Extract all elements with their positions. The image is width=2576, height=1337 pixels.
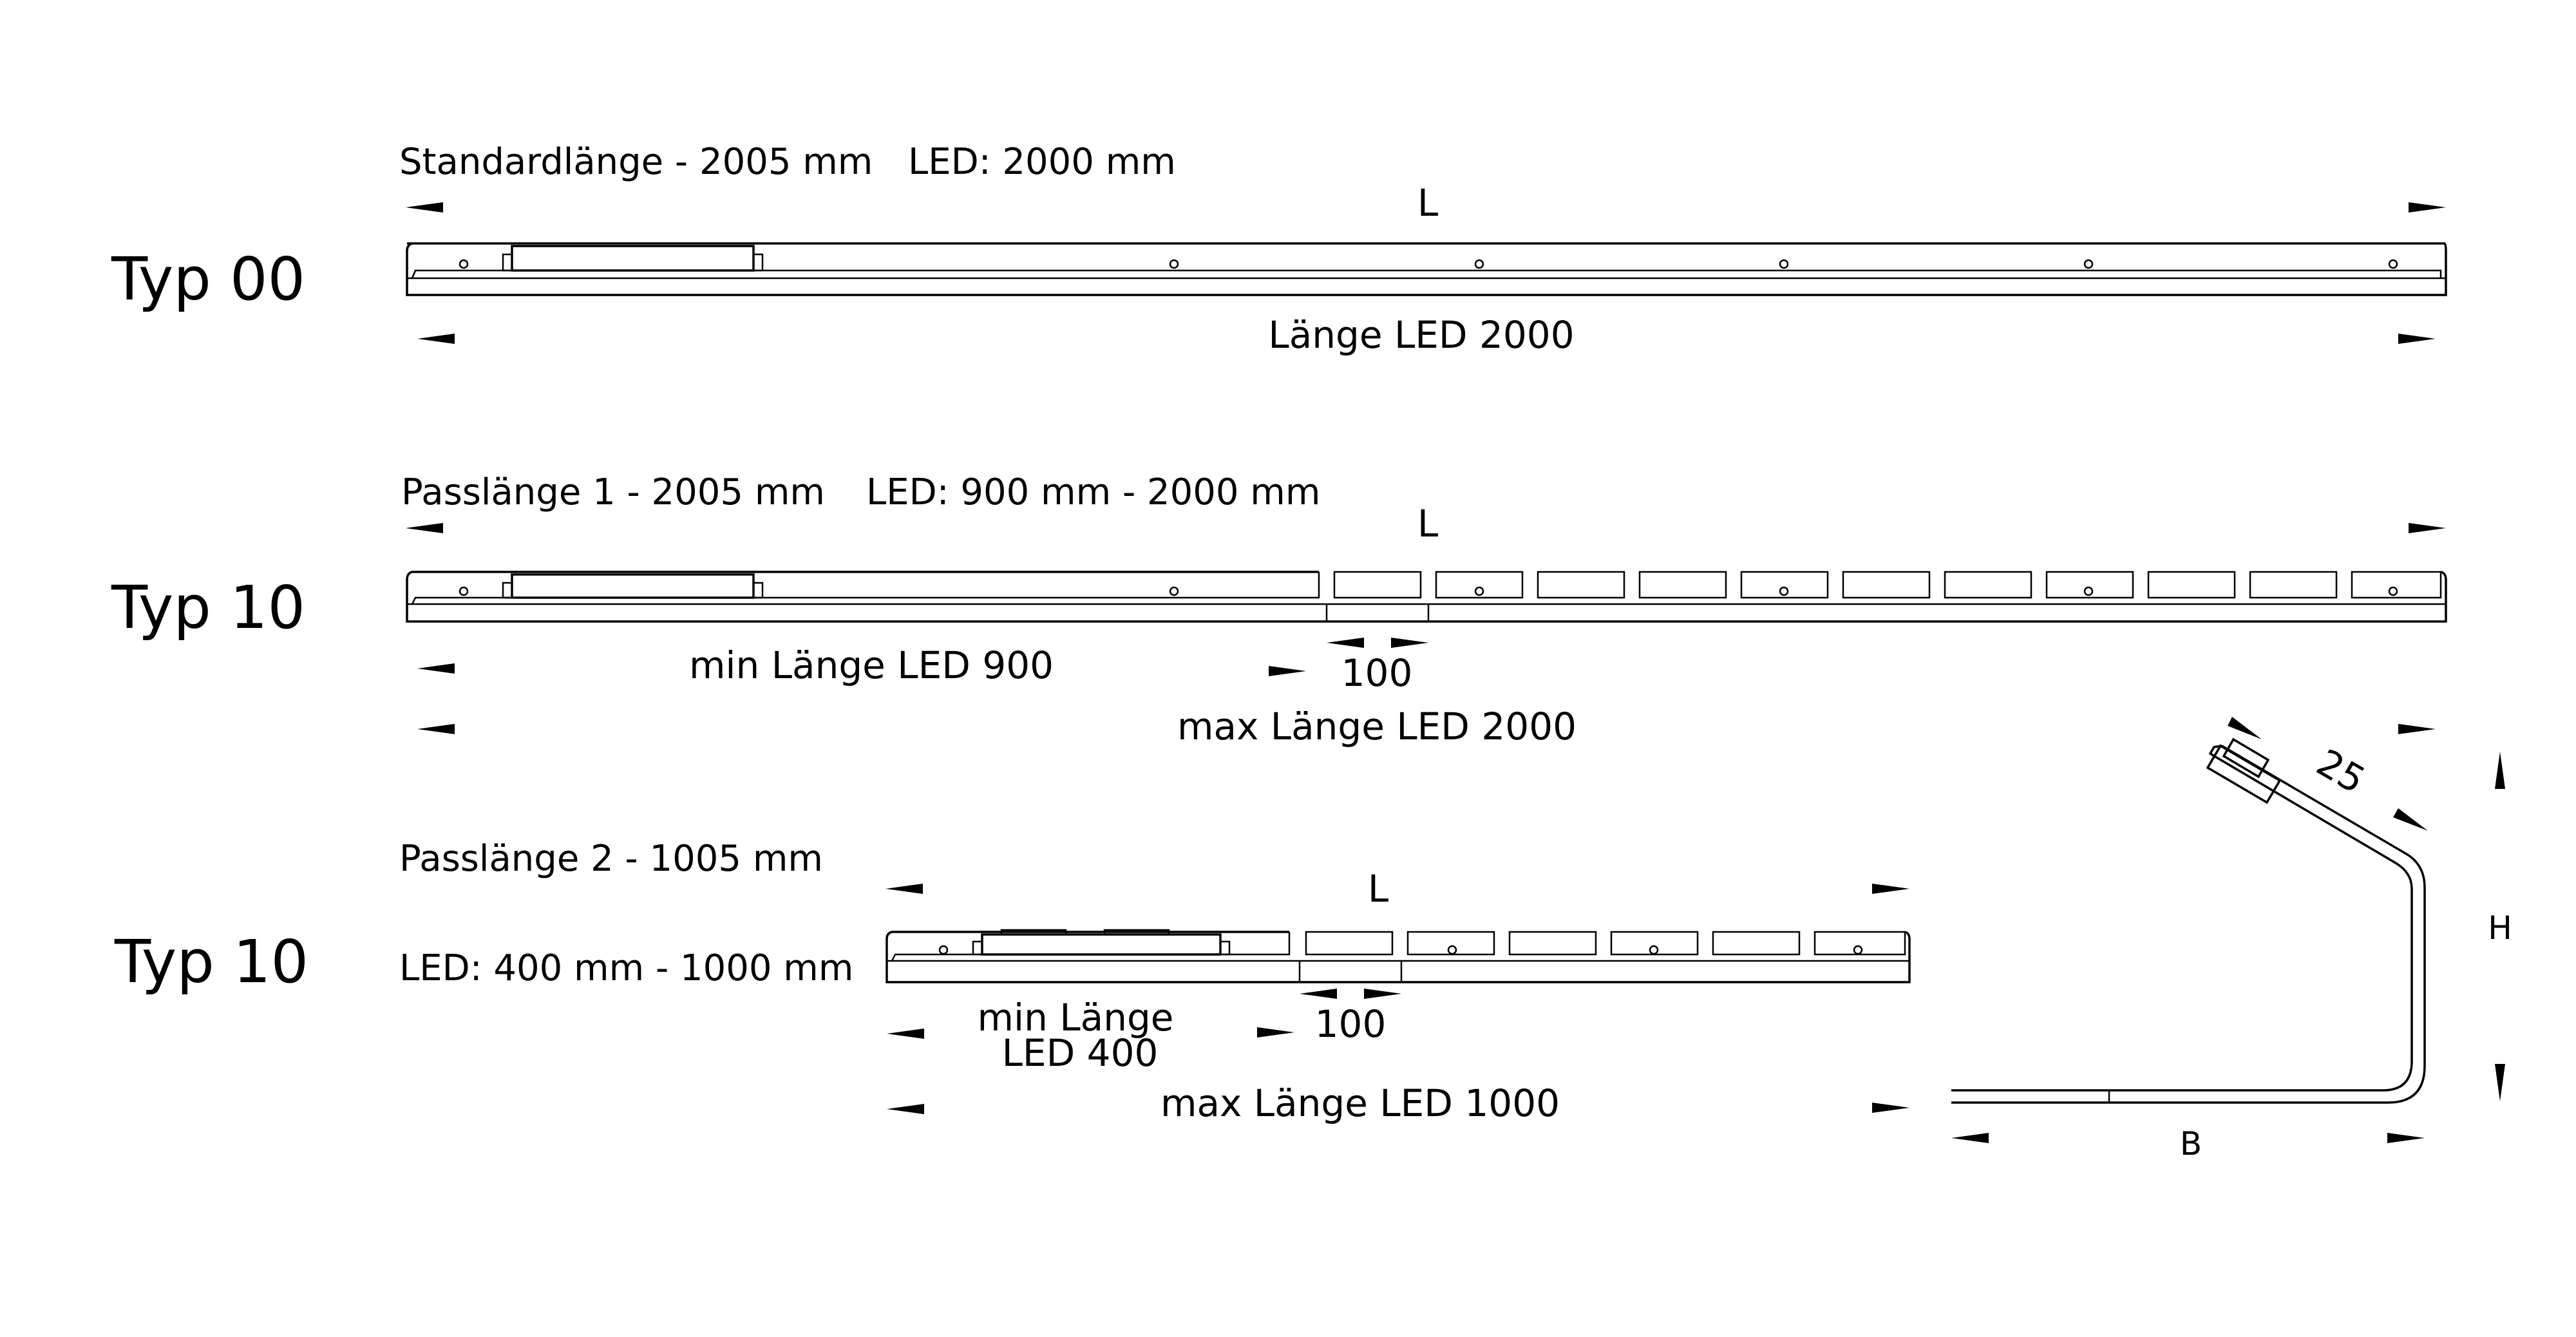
typ10b-max-arrow-right xyxy=(1872,1103,1909,1113)
typ10a-max-arrow-left xyxy=(417,724,455,734)
typ00-dim-l: L xyxy=(1417,181,1438,225)
typ10a-step-arrow-right xyxy=(1391,638,1428,648)
typ10b-length-label: Passlänge 2 - 1005 mm xyxy=(399,838,823,880)
profile-b-arrow-left xyxy=(1951,1133,1989,1143)
typ10a-step-arrow-left xyxy=(1327,638,1364,648)
typ10a-min-arrow-right xyxy=(1269,666,1306,676)
profile-dim-25: 25 xyxy=(2309,741,2372,802)
typ00-section: Typ 00 Standardlänge - 2005 mm LED: 2000… xyxy=(111,141,2447,357)
typ10b-l-arrow-right xyxy=(1872,884,1909,894)
typ10b-min-arrow-left xyxy=(887,1029,924,1039)
typ10b-section: Typ 10 Passlänge 2 - 1005 mm LED: 400 mm… xyxy=(114,838,1911,1125)
typ10b-min-arrow-right xyxy=(1257,1027,1294,1038)
typ10a-dim-step: 100 xyxy=(1341,651,1413,695)
profile-dim-b: B xyxy=(2180,1125,2202,1162)
typ10a-dim-min: min Länge LED 900 xyxy=(689,643,1054,687)
typ10a-driver-box xyxy=(511,573,755,599)
typ10a-min-arrow-left xyxy=(417,663,455,674)
typ10a-l-arrow-left xyxy=(406,523,443,533)
typ10b-dim-min-line2: LED 400 xyxy=(1002,1031,1159,1075)
typ00-led-arrow-left xyxy=(417,334,455,344)
typ00-l-arrow-left xyxy=(406,202,443,213)
typ00-l-arrow-right xyxy=(2409,202,2446,213)
typ10a-led-label: LED: 900 mm - 2000 mm xyxy=(866,471,1320,513)
typ00-led-arrow-right xyxy=(2398,334,2436,344)
typ10b-dim-max: max Länge LED 1000 xyxy=(1160,1081,1560,1125)
typ10a-led-bar xyxy=(406,571,2447,623)
profile-dim-h: H xyxy=(2488,909,2512,947)
typ00-led-label: LED: 2000 mm xyxy=(908,141,1176,183)
typ10b-led-label: LED: 400 mm - 1000 mm xyxy=(399,947,853,989)
profile-b-arrow-right xyxy=(2387,1133,2425,1143)
profile-led-module xyxy=(2206,744,2282,804)
typ10a-length-label: Passlänge 1 - 2005 mm xyxy=(401,471,825,513)
typ10b-led-bar xyxy=(886,929,1911,983)
typ10b-max-arrow-left xyxy=(887,1104,924,1114)
typ10a-type-label: Typ 10 xyxy=(111,573,305,642)
typ00-length-label: Standardlänge - 2005 mm xyxy=(399,141,873,183)
profile-h-arrow-top xyxy=(2495,752,2505,789)
typ10a-dim-max: max Länge LED 2000 xyxy=(1177,705,1577,748)
profile-outline xyxy=(1951,737,2426,1104)
typ00-type-label: Typ 00 xyxy=(111,245,305,314)
typ10b-l-arrow-left xyxy=(886,884,923,894)
typ10b-step-arrow-right xyxy=(1364,989,1401,999)
typ00-led-bar xyxy=(406,242,2447,296)
profile-25-arrow-bottom xyxy=(2393,808,2428,831)
profile-25-arrow-top xyxy=(2228,717,2262,739)
typ10b-dim-min-line1: min Länge xyxy=(978,996,1174,1039)
typ10b-driver-box xyxy=(981,933,1222,956)
typ00-driver-box xyxy=(511,245,755,272)
typ10b-type-label: Typ 10 xyxy=(114,927,308,996)
typ10b-dim-step: 100 xyxy=(1315,1002,1387,1046)
typ00-dim-led: Länge LED 2000 xyxy=(1268,313,1574,357)
profile-h-arrow-bottom xyxy=(2495,1064,2505,1101)
typ10a-l-arrow-right xyxy=(2409,523,2446,533)
typ10a-section: Typ 10 Passlänge 1 - 2005 mm LED: 900 mm… xyxy=(111,471,2447,748)
typ10a-dim-l: L xyxy=(1417,502,1438,545)
typ10a-max-arrow-right xyxy=(2398,724,2436,734)
profile-section: 25 H B xyxy=(1951,717,2512,1162)
typ10b-dim-l: L xyxy=(1368,867,1388,911)
typ10b-step-arrow-left xyxy=(1300,989,1337,999)
